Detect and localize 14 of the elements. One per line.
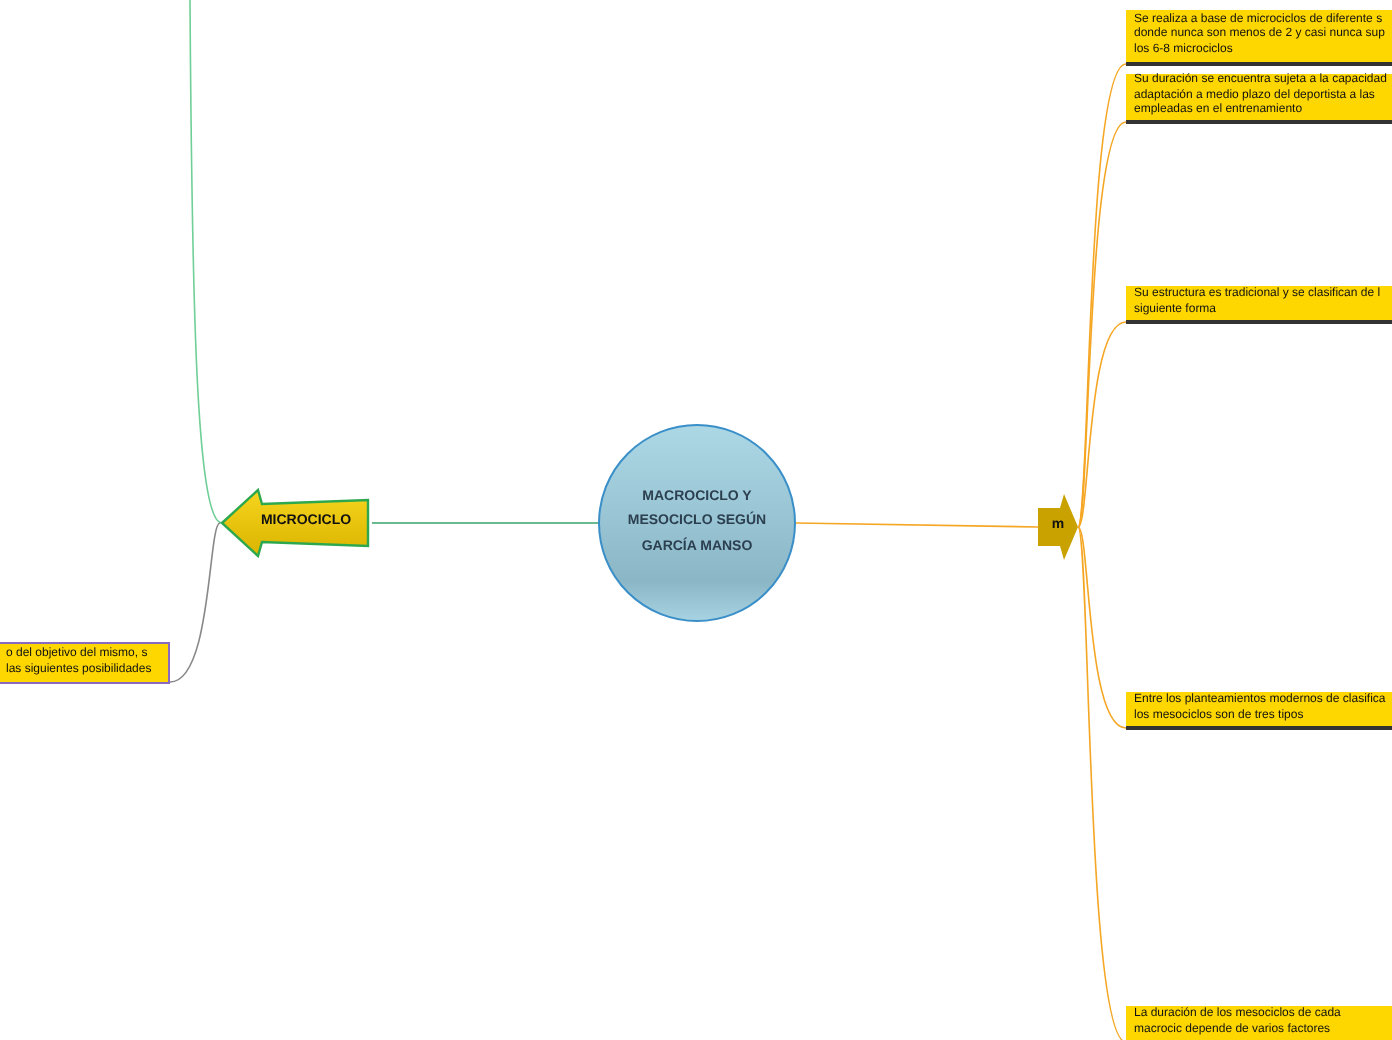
connector-line	[795, 522, 1039, 528]
connector-line	[1077, 526, 1127, 729]
note-box	[1126, 286, 1392, 324]
connector-line	[1077, 526, 1127, 1040]
connector-line	[371, 522, 599, 524]
arrow-shape	[220, 488, 372, 558]
note-box	[1126, 692, 1392, 730]
note-box	[1126, 1006, 1392, 1040]
note-box	[0, 642, 170, 684]
connector-line	[169, 522, 221, 683]
note-box	[1126, 10, 1392, 66]
arrow-shape	[1038, 494, 1078, 560]
connector-line	[1077, 321, 1127, 528]
connector-line	[189, 0, 223, 524]
